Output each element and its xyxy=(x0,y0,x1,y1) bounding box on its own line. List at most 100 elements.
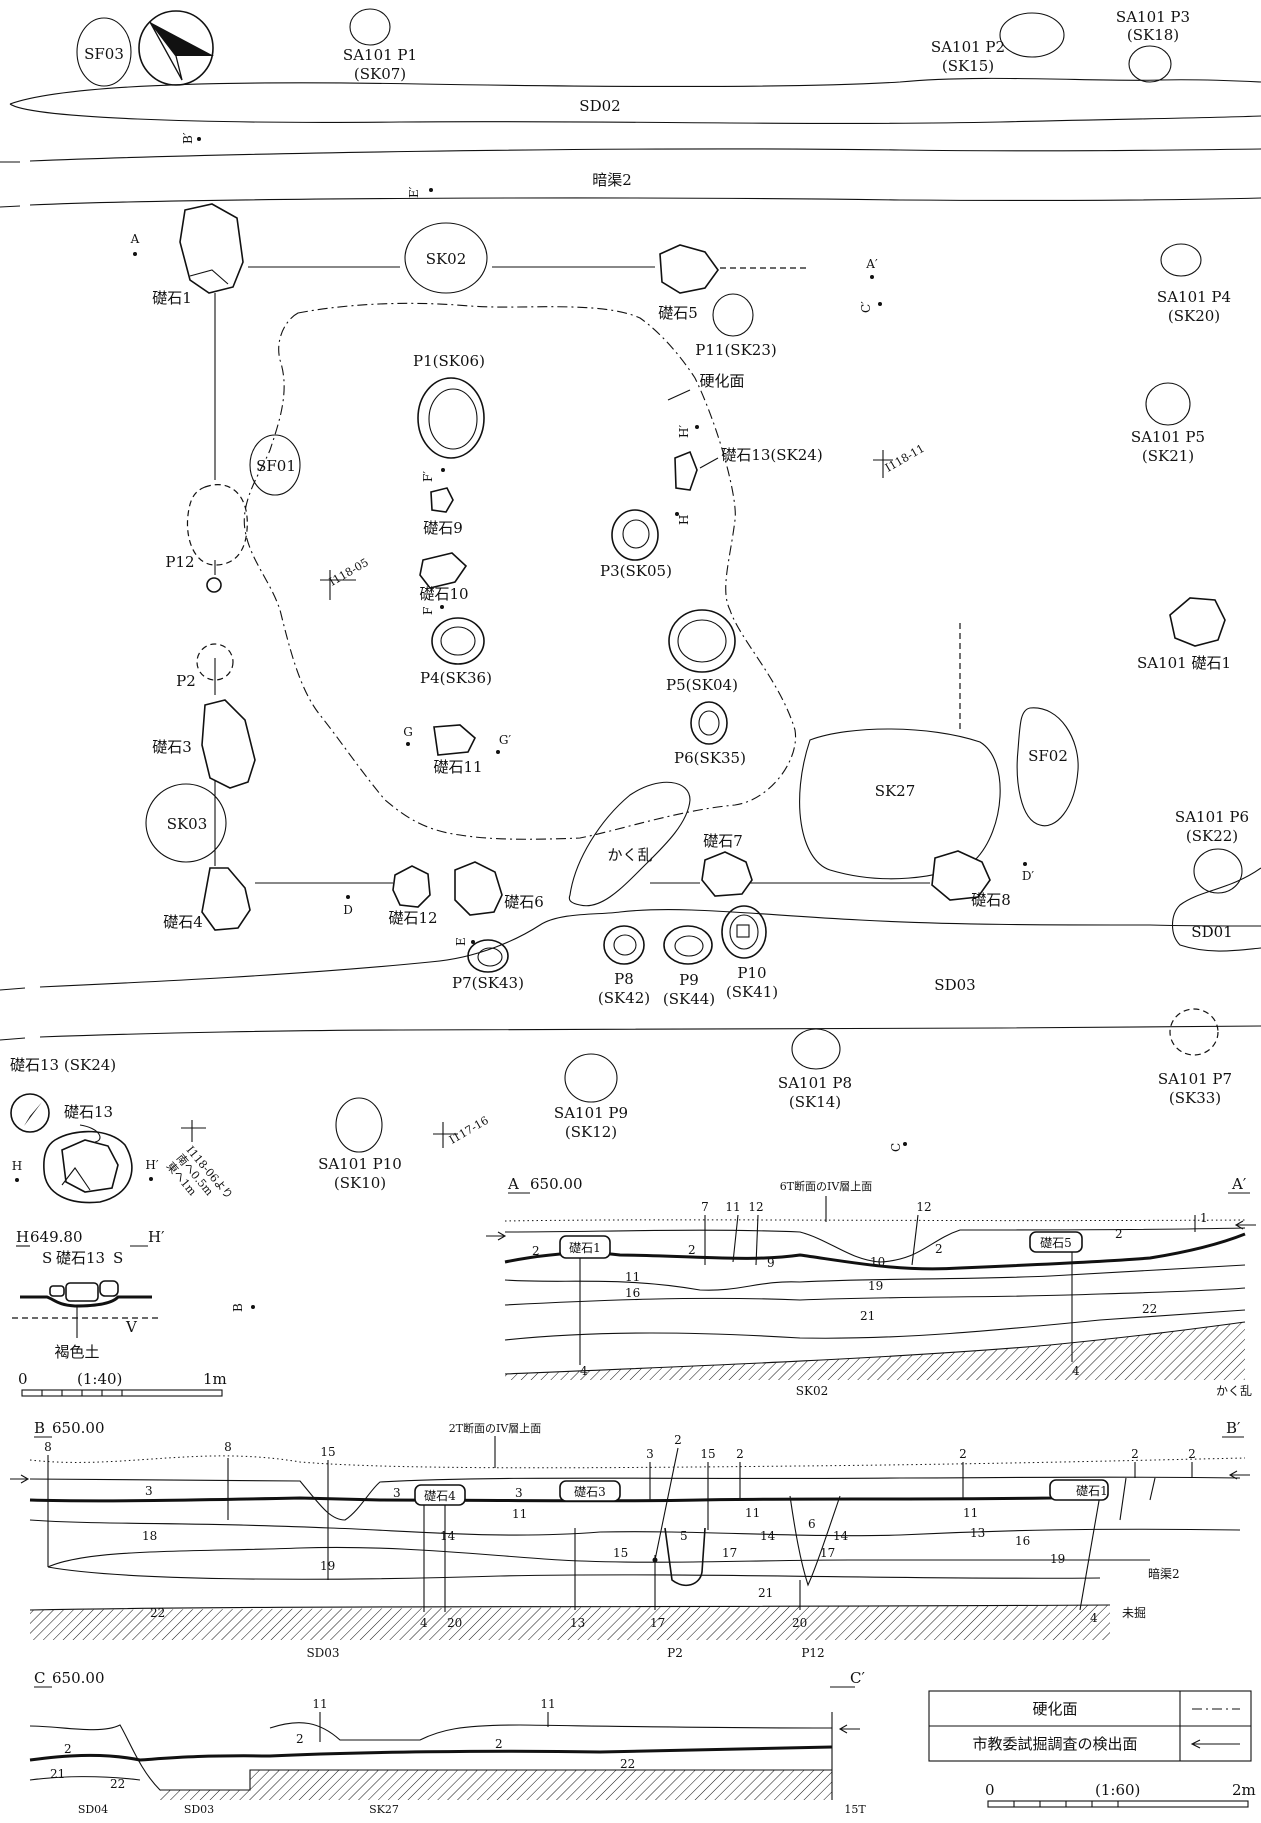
inset-section-start: H xyxy=(16,1228,29,1246)
svg-text:2: 2 xyxy=(64,1742,72,1756)
svg-text:16: 16 xyxy=(1015,1534,1030,1548)
p4-label: P4(SK36) xyxy=(420,669,492,687)
point-g-label: G xyxy=(403,725,413,739)
stone-13-outline xyxy=(674,450,698,491)
p5-inner xyxy=(677,619,727,663)
svg-text:13: 13 xyxy=(970,1526,985,1540)
svg-text:20: 20 xyxy=(792,1616,807,1630)
svg-text:11: 11 xyxy=(725,1200,740,1214)
section-c-bottom-15t: 15T xyxy=(844,1803,866,1816)
section-a-bottom-left: SK02 xyxy=(796,1384,828,1398)
section-c-end: C′ xyxy=(850,1669,865,1687)
stone-10-label: 礎石10 xyxy=(419,585,468,603)
sa101-p8-sk: (SK14) xyxy=(789,1093,841,1111)
svg-text:9: 9 xyxy=(767,1256,775,1270)
point-f2-label: F′ xyxy=(421,471,435,482)
sa101-stone-1-label: SA101 礎石1 xyxy=(1137,654,1231,672)
sa101-p3-label: SA101 P3 xyxy=(1116,8,1190,26)
sa101-p1-label: SA101 P1 xyxy=(343,46,417,64)
section-b-bottom-sd03: SD03 xyxy=(306,1646,339,1660)
svg-text:11: 11 xyxy=(312,1697,327,1711)
section-b-stone1: 礎石1 xyxy=(1076,1484,1108,1498)
point-h2-label: H′ xyxy=(677,425,691,438)
stone-4-label: 礎石4 xyxy=(163,913,203,931)
inset-pit-outline xyxy=(43,1130,133,1204)
svg-text:11: 11 xyxy=(625,1270,640,1284)
svg-text:22: 22 xyxy=(110,1777,125,1791)
sa101-p8-label: SA101 P8 xyxy=(778,1074,852,1092)
point-e2-label: E′ xyxy=(407,186,421,198)
building-outline xyxy=(214,266,961,884)
sa101-p5-sk: (SK21) xyxy=(1142,447,1194,465)
point-c-label: C xyxy=(889,1143,903,1152)
inset-stone-label: 礎石13 xyxy=(64,1103,113,1121)
hardened-surface-outline xyxy=(243,302,797,840)
inset-v-label: V xyxy=(125,1318,138,1336)
stone-12-outline xyxy=(392,865,431,908)
sd03-label: SD03 xyxy=(934,976,975,994)
svg-text:(1:60): (1:60) xyxy=(1095,1781,1140,1799)
section-b-stone4: 礎石4 xyxy=(424,1489,456,1503)
p2-label: P2 xyxy=(176,672,196,690)
point-d-label: D xyxy=(343,903,353,917)
sf02-label: SF02 xyxy=(1028,747,1068,765)
p1-outer xyxy=(417,377,485,459)
svg-text:4: 4 xyxy=(1072,1364,1080,1378)
svg-text:14: 14 xyxy=(833,1529,849,1543)
svg-text:4: 4 xyxy=(1090,1611,1098,1625)
section-c-bedrock-hatch xyxy=(160,1770,832,1800)
section-c-start: C xyxy=(34,1669,45,1687)
svg-text:19: 19 xyxy=(868,1279,883,1293)
inset-title: 礎石13 (SK24) xyxy=(10,1056,116,1074)
svg-text:14: 14 xyxy=(760,1529,776,1543)
svg-text:2: 2 xyxy=(532,1244,540,1258)
svg-text:2: 2 xyxy=(688,1243,696,1257)
svg-text:11: 11 xyxy=(512,1507,527,1521)
p10-inner xyxy=(729,914,759,950)
sa101-p9-label: SA101 P9 xyxy=(554,1104,628,1122)
kakuran-label: かく乱 xyxy=(607,846,652,864)
stone-1-outline xyxy=(179,203,244,294)
kakuran-outline xyxy=(568,781,691,907)
inset-soil-label: 褐色土 xyxy=(54,1343,99,1361)
p7-label: P7(SK43) xyxy=(452,974,524,992)
stone-13-inset: 礎石13 (SK24) 礎石13 H H′ I118-06より 南へ0.5m 東… xyxy=(10,1056,255,1397)
p3-outer xyxy=(611,509,659,561)
sa101-p6-sk: (SK22) xyxy=(1186,827,1238,845)
svg-text:15: 15 xyxy=(700,1447,715,1461)
svg-text:2: 2 xyxy=(1115,1227,1123,1241)
sa101-p4-sk: (SK20) xyxy=(1168,307,1220,325)
stone-4-outline xyxy=(201,867,251,931)
stone-11-outline xyxy=(433,724,476,756)
p8-inner xyxy=(613,934,637,956)
sk02-label: SK02 xyxy=(426,250,467,268)
svg-text:2: 2 xyxy=(296,1732,304,1746)
inset-s-left: S xyxy=(42,1249,52,1267)
hardened-surface-label: 硬化面 xyxy=(699,372,744,390)
sa101-p4-label: SA101 P4 xyxy=(1157,288,1231,306)
sa101-p1-sk: (SK07) xyxy=(354,65,406,83)
sa101-p6-outline xyxy=(1193,848,1243,894)
section-b-bottom-p2: P2 xyxy=(667,1646,683,1660)
svg-text:2: 2 xyxy=(959,1447,967,1461)
p2-dashed-outline xyxy=(196,643,234,681)
sa101-p2-outline xyxy=(999,12,1065,58)
scale-bar: 0 (1:60) 2m xyxy=(985,1781,1256,1808)
svg-text:7: 7 xyxy=(701,1200,709,1214)
svg-text:3: 3 xyxy=(145,1484,153,1498)
p9-outer xyxy=(663,925,713,965)
svg-text:16: 16 xyxy=(625,1286,640,1300)
section-c-arrow-right-icon xyxy=(838,1724,860,1734)
svg-text:12: 12 xyxy=(916,1200,931,1214)
sd03-bottom-edge xyxy=(0,1025,1261,1041)
sa101-p5-outline xyxy=(1145,382,1191,426)
sf01-label: SF01 xyxy=(256,457,296,475)
point-d2-label: D′ xyxy=(1022,869,1035,883)
sd02-top-edge xyxy=(9,77,1261,105)
inset-grid-note: I118-06より 南へ0.5m 東へ1m xyxy=(164,1120,235,1202)
svg-text:12: 12 xyxy=(748,1200,763,1214)
stone-10-outline xyxy=(419,552,468,589)
section-b-bedrock-hatch xyxy=(30,1605,1110,1640)
svg-text:11: 11 xyxy=(745,1506,760,1520)
svg-text:20: 20 xyxy=(447,1616,462,1630)
